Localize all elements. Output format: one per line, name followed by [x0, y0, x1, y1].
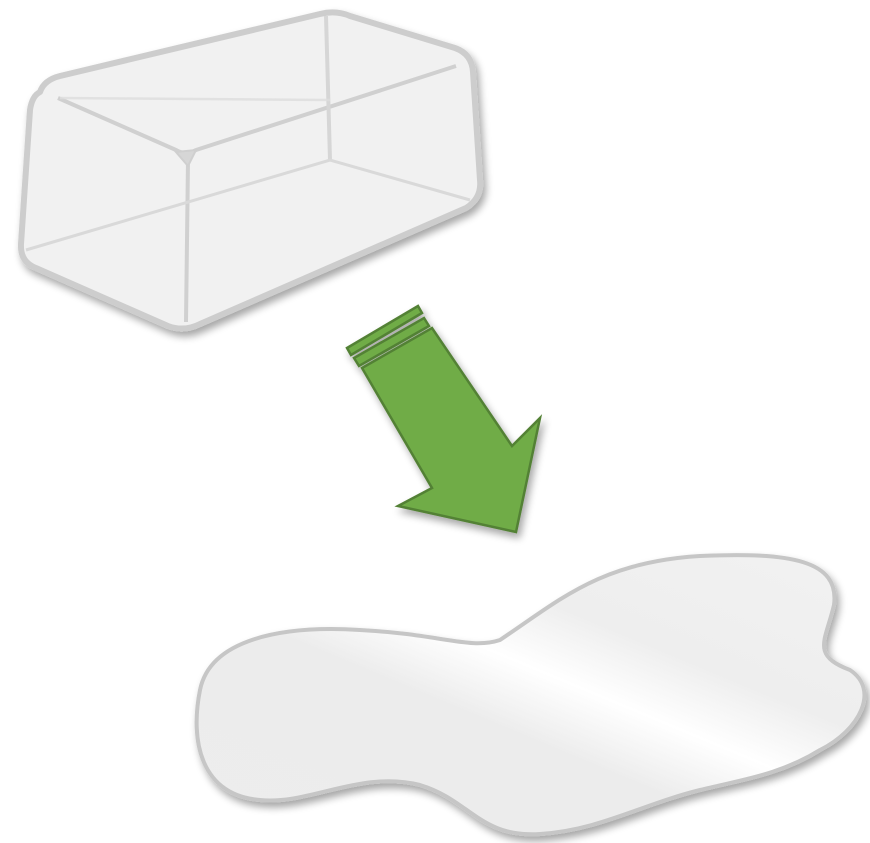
puddle-icon: [197, 555, 865, 834]
down-right-arrow-icon: [347, 306, 540, 532]
ice-block-edge: [186, 160, 188, 322]
water-puddle-shape: [197, 555, 865, 834]
ice-block-outline: [21, 12, 480, 328]
ice-cube-icon: [21, 12, 480, 328]
arrow-body: [362, 328, 540, 532]
